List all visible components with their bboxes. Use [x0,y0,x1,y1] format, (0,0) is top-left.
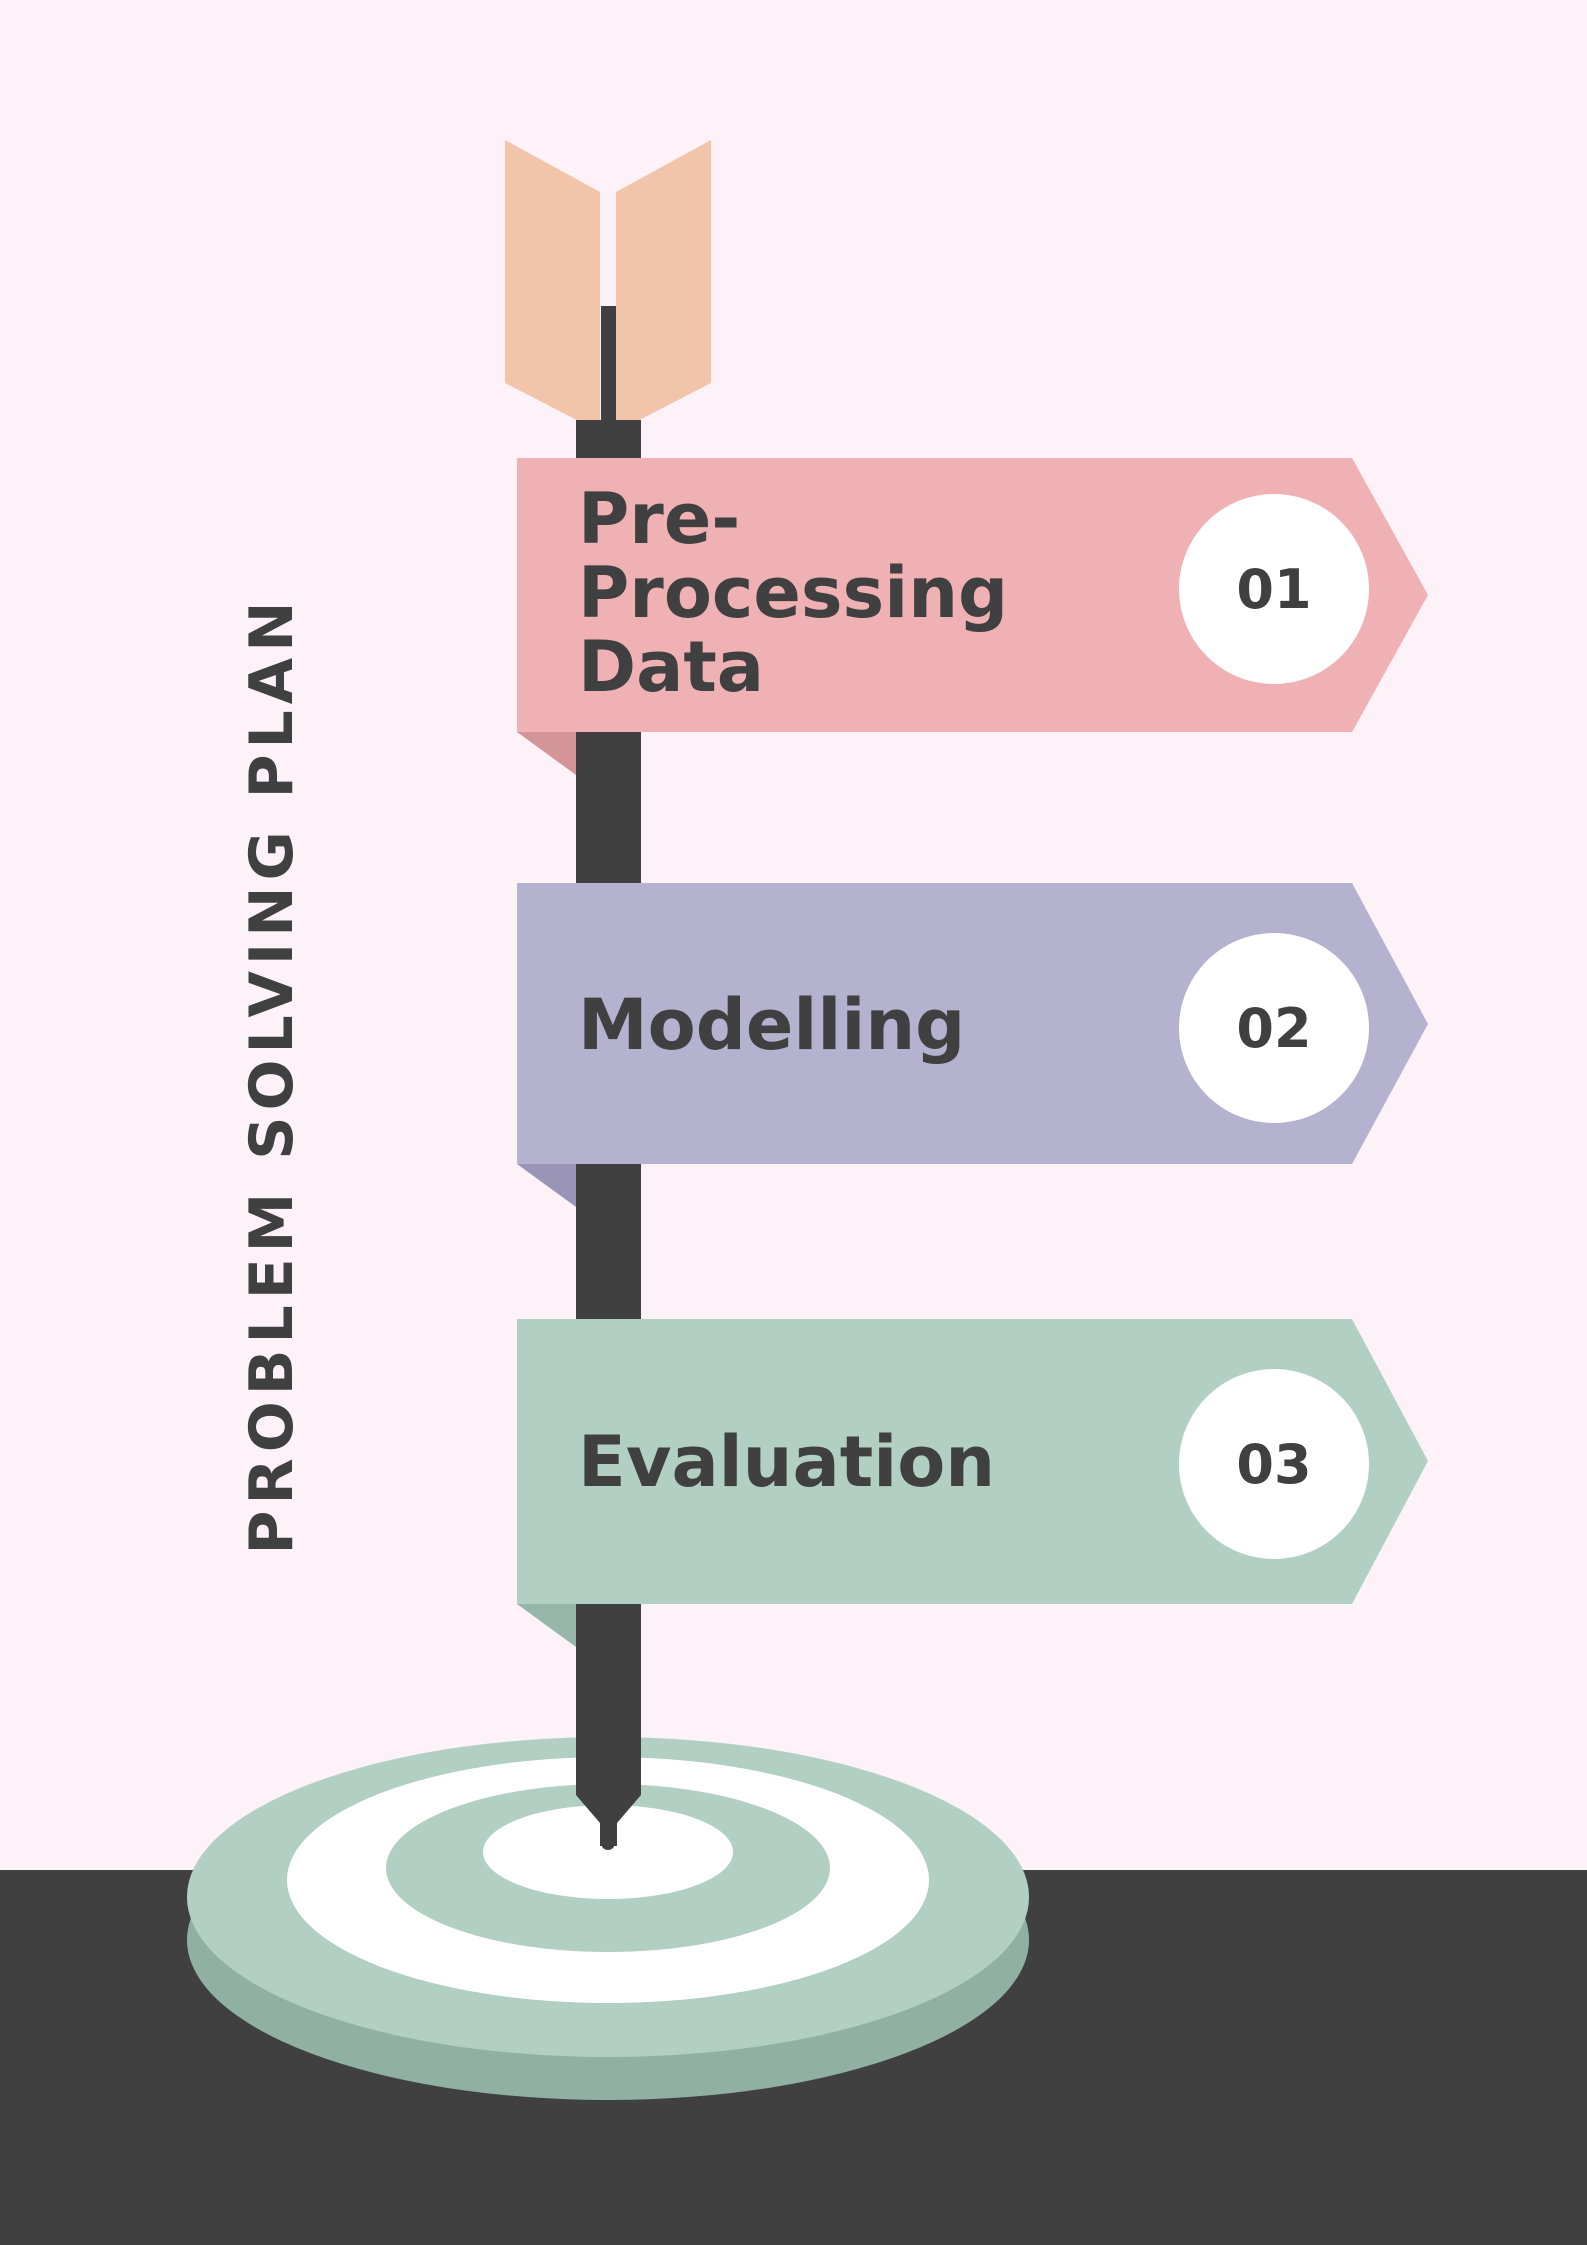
arrow-fletching-right [616,140,711,432]
sign-banner-3 [517,1319,1428,1604]
step-number-circle-3 [1179,1369,1369,1559]
step-label-1: Pre-Processing Data [578,478,1009,708]
step-number-1: 01 [1236,557,1312,621]
arrow-fletching-left [505,140,600,432]
arrow-tip [576,1790,641,1846]
step-label-3: Evaluation [578,1421,996,1503]
target-bullseye [483,1805,733,1899]
sign-flap-3 [517,1604,576,1647]
sign-banner-2 [517,883,1428,1164]
sign-flap-2 [517,1164,576,1207]
sign-flap-1 [517,732,576,775]
step-number-circle-2 [1179,933,1369,1123]
step-number-2: 02 [1236,996,1312,1060]
step-number-circle-1 [1179,494,1369,684]
step-label-2: Modelling [578,984,966,1066]
arrow-nock [601,306,616,432]
page-title: PROBLEM SOLVING PLAN [237,595,307,1555]
sign-banner-1 [517,458,1428,732]
step-number-3: 03 [1236,1432,1312,1496]
arrow-tip-point [601,1820,615,1850]
